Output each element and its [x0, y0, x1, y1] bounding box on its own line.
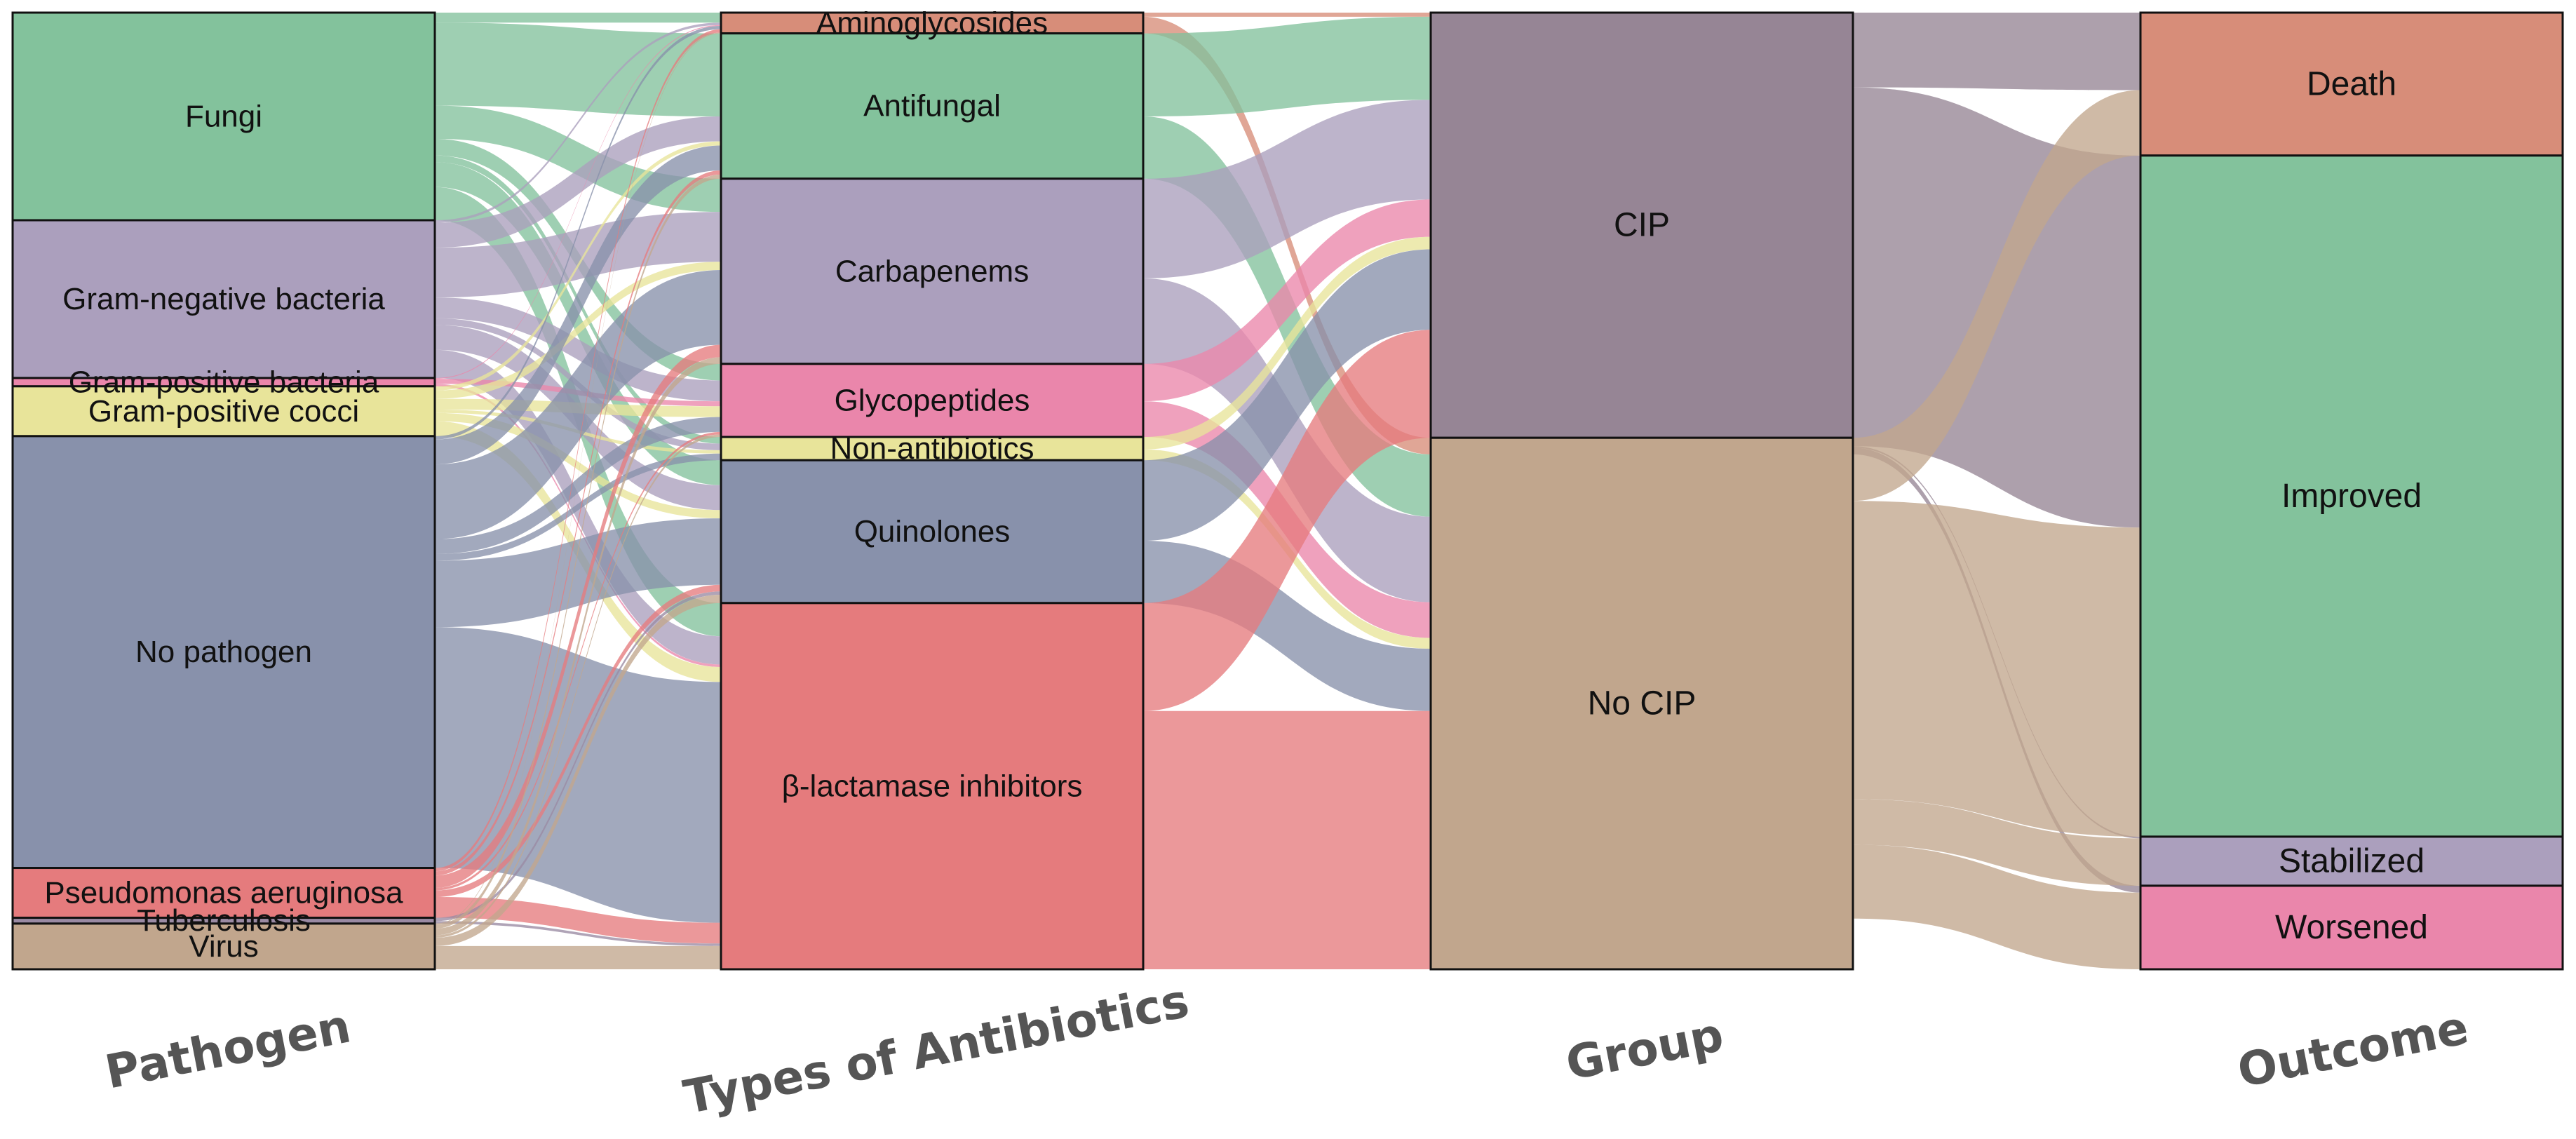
node-non-antibiotics — [720, 436, 1145, 461]
flow-gram-positive-cocci-to-carbapenems — [435, 262, 721, 399]
flow-virus-to-beta-lactamase-inhibitors — [435, 945, 721, 969]
flow-gram-negative-bacteria-to-antifungal — [435, 116, 721, 248]
flow-beta-lactamase-inhibitors-to-cip — [1143, 330, 1431, 711]
node-label-no-pathogen: No pathogen — [135, 635, 312, 669]
node-label-gram-positive-bacteria: Gram-positive bacteria — [69, 365, 379, 399]
node-no-pathogen — [11, 435, 436, 870]
flow-no-cip-to-improved — [1853, 501, 2140, 837]
node-label-gram-positive-cocci: Gram-positive cocci — [88, 394, 359, 429]
node-label-gram-negative-bacteria: Gram-negative bacteria — [62, 282, 385, 316]
node-antifungal — [720, 32, 1145, 180]
node-quinolones — [720, 459, 1145, 605]
node-label-non-antibiotics: Non-antibiotics — [830, 431, 1034, 466]
flow-gram-negative-bacteria-to-glycopeptides — [435, 297, 721, 402]
flow-no-cip-to-stabilized — [1853, 799, 2140, 886]
axis-label-types-of-antibiotics: Types of Antibiotics — [680, 973, 1194, 1124]
node-aminoglycosides — [720, 11, 1145, 35]
flow-virus-to-quinolones — [435, 595, 721, 946]
flow-tuberculosis-to-beta-lactamase-inhibitors — [435, 921, 721, 946]
flow-virus-to-carbapenems — [435, 357, 721, 936]
flow-gram-positive-bacteria-to-aminoglycosides — [435, 25, 721, 379]
flow-pseudomonas-aeruginosa-to-carbapenems — [435, 344, 721, 888]
flow-fungi-to-antifungal — [435, 22, 721, 117]
flow-glycopeptides-to-cip — [1143, 199, 1431, 402]
node-virus — [11, 922, 436, 971]
node-label-improved: Improved — [2281, 478, 2422, 515]
axis-label-group: Group — [1562, 1008, 1728, 1091]
node-label-tuberculosis: Tuberculosis — [137, 903, 311, 938]
node-pseudomonas-aeruginosa — [11, 867, 436, 919]
flow-carbapenems-to-cip — [1143, 100, 1431, 278]
node-label-beta-lactamase-inhibitors: β-lactamase inhibitors — [782, 769, 1083, 803]
flow-pseudomonas-aeruginosa-to-quinolones — [435, 584, 721, 897]
flow-quinolones-to-cip — [1143, 249, 1431, 541]
flow-gram-positive-cocci-to-quinolones — [435, 412, 721, 519]
flow-no-pathogen-to-antifungal — [435, 145, 721, 465]
node-improved — [2139, 154, 2564, 838]
node-label-pseudomonas-aeruginosa: Pseudomonas aeruginosa — [44, 876, 403, 910]
node-label-glycopeptides: Glycopeptides — [835, 383, 1030, 417]
node-no-cip — [1429, 436, 1854, 971]
node-death — [2139, 11, 2564, 157]
flow-no-pathogen-to-carbapenems — [435, 270, 721, 539]
flow-no-pathogen-to-quinolones — [435, 518, 721, 628]
node-label-antifungal: Antifungal — [863, 89, 1001, 123]
flow-virus-to-aminoglycosides — [435, 32, 721, 925]
node-gram-negative-bacteria — [11, 219, 436, 379]
node-label-aminoglycosides: Aminoglycosides — [816, 6, 1048, 40]
node-label-death: Death — [2307, 65, 2396, 102]
flow-fungi-to-aminoglycosides — [435, 13, 721, 23]
flow-beta-lactamase-inhibitors-to-no-cip — [1143, 710, 1431, 969]
flow-tuberculosis-to-quinolones — [435, 591, 721, 922]
node-worsened — [2139, 884, 2564, 971]
flow-layer — [435, 13, 2140, 969]
flow-no-cip-to-worsened — [1853, 844, 2140, 969]
node-glycopeptides — [720, 363, 1145, 438]
node-stabilized — [2139, 835, 2564, 887]
node-label-cip: CIP — [1614, 207, 1670, 244]
flow-pseudomonas-aeruginosa-to-glycopeptides — [435, 431, 721, 891]
node-cip — [1429, 11, 1854, 439]
node-fungi — [11, 11, 436, 222]
axis-label-pathogen: Pathogen — [101, 999, 355, 1099]
flow-gram-negative-bacteria-to-carbapenems — [435, 212, 721, 298]
axis-label-outcome: Outcome — [2233, 1000, 2472, 1098]
node-beta-lactamase-inhibitors — [720, 602, 1145, 971]
flow-virus-to-antifungal — [435, 174, 721, 929]
flow-pseudomonas-aeruginosa-to-aminoglycosides — [435, 29, 721, 872]
flow-antifungal-to-cip — [1143, 16, 1431, 117]
node-label-no-cip: No CIP — [1588, 685, 1697, 722]
flow-fungi-to-quinolones — [435, 162, 721, 485]
node-label-stabilized: Stabilized — [2279, 842, 2425, 879]
flow-virus-to-glycopeptides — [435, 434, 721, 938]
flow-no-pathogen-to-glycopeptides — [435, 417, 721, 554]
axis-label-layer: Pathogen Types of Antibiotics Group Outc… — [101, 973, 2473, 1124]
flow-cip-to-death — [1853, 13, 2140, 90]
node-label-quinolones: Quinolones — [854, 515, 1011, 549]
flow-no-pathogen-to-aminoglycosides — [435, 25, 721, 440]
node-label-worsened: Worsened — [2275, 909, 2428, 946]
node-label-fungi: Fungi — [185, 100, 262, 134]
flow-no-pathogen-to-non-antibiotics — [435, 453, 721, 561]
flow-pseudomonas-aeruginosa-to-antifungal — [435, 170, 721, 876]
flow-gram-negative-bacteria-to-aminoglycosides — [435, 22, 721, 223]
node-gram-positive-cocci — [11, 385, 436, 438]
node-label-virus: Virus — [189, 929, 258, 964]
flow-aminoglycosides-to-cip — [1143, 13, 1431, 17]
flow-non-antibiotics-to-cip — [1143, 236, 1431, 450]
node-carbapenems — [720, 177, 1145, 365]
node-label-carbapenems: Carbapenems — [835, 254, 1029, 288]
flow-gram-positive-bacteria-to-beta-lactamase-inhibitors — [435, 384, 721, 668]
flow-no-cip-to-death — [1853, 90, 2140, 501]
flow-gram-positive-cocci-to-antifungal — [435, 141, 721, 391]
